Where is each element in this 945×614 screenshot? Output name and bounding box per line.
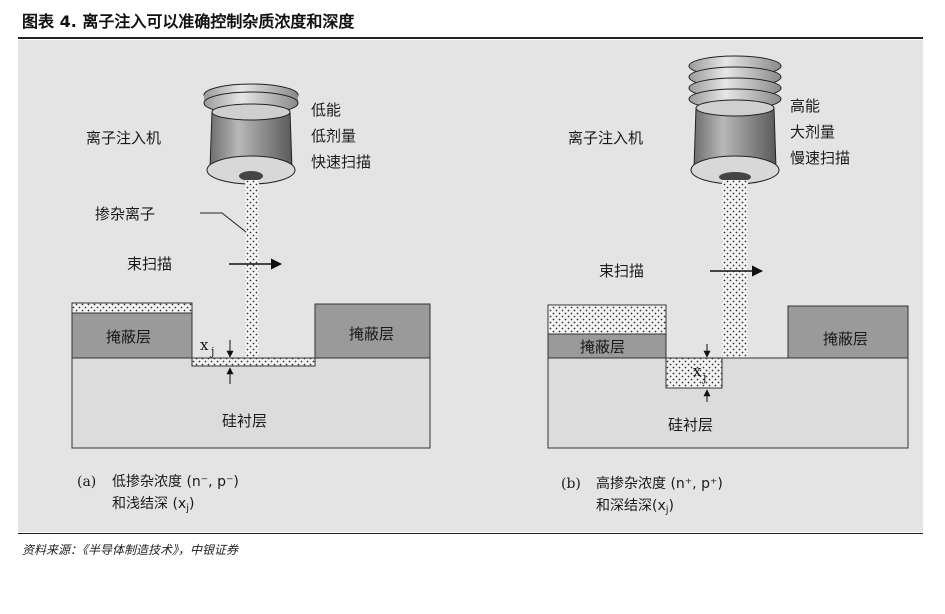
- substrate-label-a: 硅衬层: [222, 412, 267, 430]
- condition-b-0: 高能: [790, 97, 820, 115]
- mask-right-b: [787, 305, 909, 359]
- caption-tag-b: (b): [561, 476, 581, 492]
- scan-label-a: 束扫描: [127, 255, 172, 273]
- condition-b-1: 大剂量: [790, 123, 835, 141]
- implanter-label-b: 离子注入机: [568, 129, 643, 147]
- mask-left-label-a: 掩蔽层: [106, 328, 151, 346]
- dopant-pointer-line: [200, 212, 247, 233]
- junction-symbol-a: x: [200, 336, 209, 354]
- mask-right-label-a: 掩蔽层: [349, 325, 394, 343]
- implanter-b-icon: [688, 55, 782, 185]
- bottom-rule: [18, 533, 923, 534]
- mask-right-label-b: 掩蔽层: [823, 330, 868, 348]
- source-note: 资料来源：《半导体制造技术》，中银证券: [22, 543, 239, 557]
- mask-left-label-b: 掩蔽层: [580, 338, 625, 356]
- condition-a-0: 低能: [311, 101, 341, 119]
- figure-title: 图表 4. 离子注入可以准确控制杂质浓度和深度: [22, 12, 355, 31]
- caption-line1-b: 高掺杂浓度 (n⁺, p⁺): [596, 475, 723, 492]
- implanter-label-a: 离子注入机: [86, 129, 161, 147]
- panel-a: [71, 83, 431, 449]
- condition-a-2: 快速扫描: [311, 153, 371, 171]
- junction-sub-b: j: [701, 371, 706, 384]
- scan-label-b: 束扫描: [599, 262, 644, 280]
- caption-line2-b: 和深结深(xj): [596, 498, 674, 516]
- caption-line1-a: 低掺杂浓度 (n⁻, p⁻): [112, 473, 239, 490]
- junction-b: [665, 357, 723, 389]
- condition-a-1: 低剂量: [311, 127, 356, 145]
- substrate-b: [547, 357, 909, 449]
- top-rule: [18, 37, 923, 39]
- substrate-label-b: 硅衬层: [668, 416, 713, 434]
- caption-tag-a: (a): [77, 474, 96, 490]
- mask-resist-a: [71, 302, 193, 314]
- junction-sub-a: j: [209, 345, 214, 358]
- implanter-a-icon: [203, 83, 299, 185]
- mask-resist-b: [547, 304, 667, 335]
- caption-line2-a: 和浅结深 (xj): [112, 496, 194, 514]
- ion-beam-b: [722, 180, 748, 390]
- panel-b: [547, 55, 909, 449]
- condition-b-2: 慢速扫描: [790, 149, 850, 167]
- mask-right-a: [314, 303, 431, 359]
- substrate-a: [71, 357, 431, 449]
- junction-a: [191, 357, 316, 367]
- ion-beam-a: [245, 180, 259, 364]
- dopant-label-a: 掺杂离子: [95, 205, 155, 223]
- junction-symbol-b: x: [693, 362, 702, 380]
